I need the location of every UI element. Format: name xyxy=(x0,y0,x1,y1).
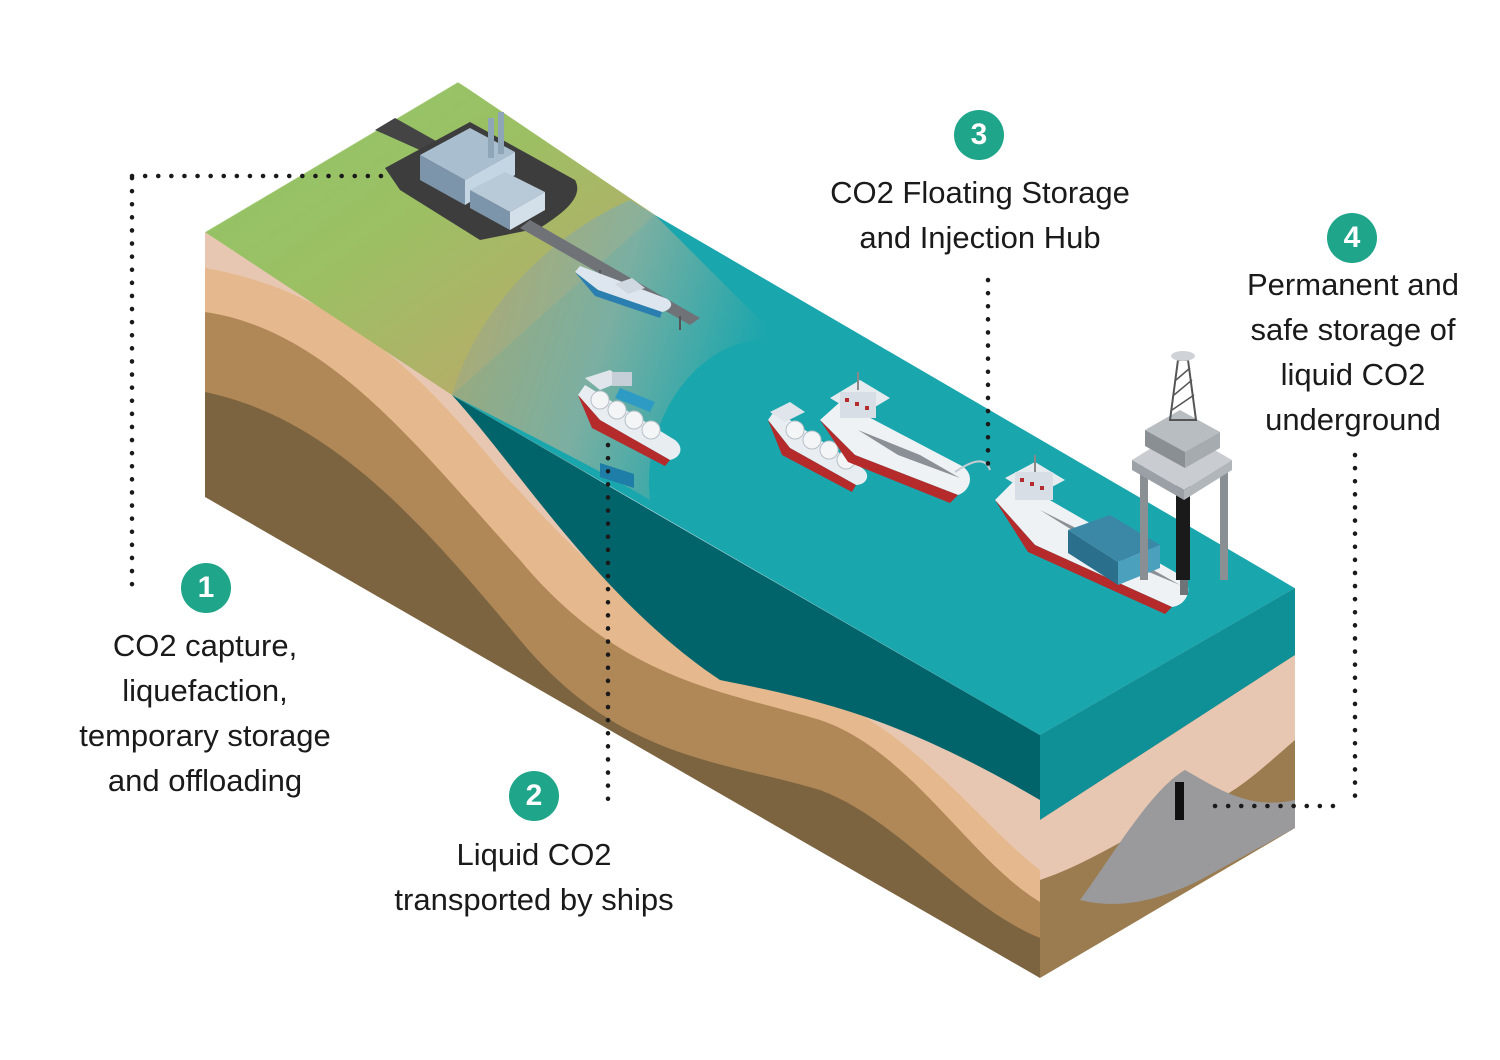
terrain-block xyxy=(204,81,1296,978)
right-face-sea xyxy=(1040,588,1295,820)
shore-gradient xyxy=(452,200,780,500)
step-3-badge: 3 xyxy=(954,110,1004,160)
injection-platform-icon xyxy=(1132,351,1232,595)
step-2-line-2: transported by ships xyxy=(394,882,674,917)
step-4-line-1: Permanent and xyxy=(1247,267,1459,302)
co2-carrier-ship-icon xyxy=(768,402,868,492)
factory-icon xyxy=(375,112,578,240)
step-1-line-3: temporary storage xyxy=(79,718,331,753)
step-2-line-1: Liquid CO2 xyxy=(456,837,612,872)
step-1-badge: 1 xyxy=(181,563,231,613)
step-1-label: CO2 capture, liquefaction, temporary sto… xyxy=(50,623,360,803)
step-3-line-1: CO2 Floating Storage xyxy=(830,175,1130,210)
step-3-line-2: and Injection Hub xyxy=(859,220,1101,255)
step-4-badge: 4 xyxy=(1327,213,1377,263)
step-4-line-3: liquid CO2 xyxy=(1280,357,1426,392)
floating-storage-hub-icon xyxy=(820,372,991,503)
storage-reservoir xyxy=(1080,770,1295,904)
step-2-label: Liquid CO2 transported by ships xyxy=(364,832,704,922)
leader-lines xyxy=(129,173,1358,809)
step-4-line-2: safe storage of xyxy=(1250,312,1456,347)
sea-cross-section xyxy=(452,395,1040,800)
step-4-label: Permanent and safe storage of liquid CO2… xyxy=(1212,262,1494,442)
well-icon xyxy=(1175,782,1184,820)
co2-carrier-ship-icon xyxy=(578,370,681,466)
land-surface xyxy=(205,82,655,395)
step-1-line-2: liquefaction, xyxy=(122,673,288,708)
step-2-badge: 2 xyxy=(509,771,559,821)
step-1-line-1: CO2 capture, xyxy=(112,628,298,663)
step-1-line-4: and offloading xyxy=(107,763,303,798)
right-face-sediment xyxy=(1040,655,1295,880)
step-4-line-4: underground xyxy=(1265,402,1441,437)
step-3-label: CO2 Floating Storage and Injection Hub xyxy=(800,170,1160,260)
